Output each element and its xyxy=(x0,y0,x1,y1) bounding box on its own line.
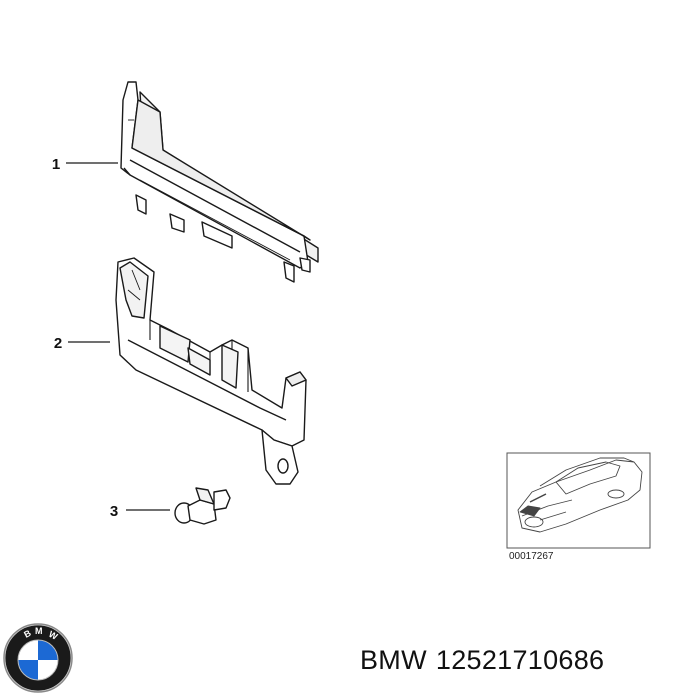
caption-part-number: 12521710686 xyxy=(435,645,605,675)
car-outline-icon xyxy=(517,457,643,533)
bmw-logo: B M W xyxy=(3,623,73,693)
part-2-lower-bracket xyxy=(115,257,307,485)
svg-text:B: B xyxy=(22,628,33,640)
callout-1-label: 1 xyxy=(52,156,60,173)
part-1-upper-bracket xyxy=(120,81,319,283)
callout-3-label: 3 xyxy=(110,503,118,520)
callout-1: 1 xyxy=(52,156,118,173)
svg-text:M: M xyxy=(35,626,43,636)
diagram-reference-code: 00017267 xyxy=(509,551,554,562)
part-3-push-rivet xyxy=(174,487,231,525)
caption-brand: BMW xyxy=(360,645,427,675)
callout-3: 3 xyxy=(110,503,170,520)
vehicle-location-thumbnail: 00017267 xyxy=(506,452,651,562)
callout-2: 2 xyxy=(54,335,110,352)
callout-2-label: 2 xyxy=(54,335,62,352)
part-caption: BMW 12521710686 xyxy=(360,645,604,676)
